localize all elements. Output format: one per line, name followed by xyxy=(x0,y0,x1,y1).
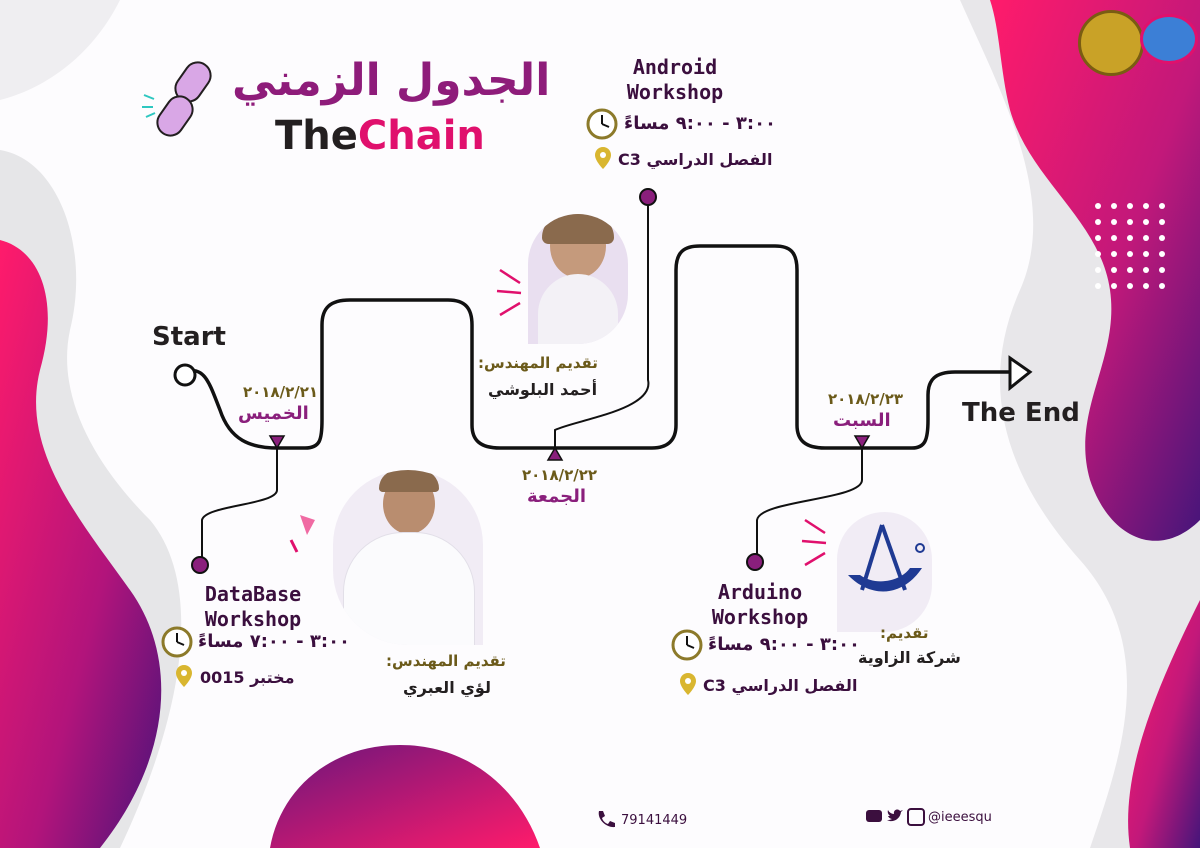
day-1-name: الخميس xyxy=(238,403,309,424)
end-label: The End xyxy=(962,398,1080,428)
day-1-date: ٢٠١٨/٢/٢١ xyxy=(243,383,319,401)
android-location: الفصل الدراسي C3 xyxy=(618,150,773,169)
android-title-line2: Workshop xyxy=(626,80,724,104)
location-pin-icon xyxy=(595,147,611,169)
location-pin-icon xyxy=(176,665,192,687)
database-workshop-title: DataBase Workshop xyxy=(178,582,328,632)
database-presenter-label: تقديم المهندس: xyxy=(386,652,506,670)
day-2-name: الجمعة xyxy=(527,486,587,507)
clock-icon xyxy=(671,629,703,661)
burst-decoration xyxy=(801,518,827,567)
phone-icon xyxy=(598,811,615,828)
database-presenter-name: لؤي العبري xyxy=(403,678,491,697)
arduino-time: ٣:٠٠ - ٩:٠٠ مساءً xyxy=(708,634,861,655)
arduino-title-line2: Workshop xyxy=(711,605,809,629)
arduino-workshop-title: Arduino Workshop xyxy=(685,580,835,630)
title-english: TheChain xyxy=(275,113,485,159)
start-label: Start xyxy=(152,322,226,352)
instagram-icon xyxy=(907,808,925,826)
database-location: مختبر 0015 xyxy=(200,668,295,687)
clock-icon xyxy=(586,108,618,140)
database-title-line1: DataBase xyxy=(204,582,302,606)
android-workshop-title: Android Workshop xyxy=(600,55,750,105)
footer-phone: 79141449 xyxy=(621,813,688,828)
dot-grid-decoration xyxy=(1095,203,1165,289)
day-3-name: السبت xyxy=(833,410,891,431)
title-english-prefix: The xyxy=(275,113,358,159)
day-2-date: ٢٠١٨/٢/٢٢ xyxy=(522,466,598,484)
accent-decoration xyxy=(289,515,315,553)
burst-decoration xyxy=(496,268,522,317)
location-pin-icon xyxy=(680,673,696,695)
university-logo xyxy=(1078,10,1144,76)
database-title-line2: Workshop xyxy=(204,607,302,631)
android-presenter-label: تقديم المهندس: xyxy=(478,354,598,372)
title-english-highlight: Chain xyxy=(357,113,485,159)
android-presenter-name: أحمد البلوشي xyxy=(488,380,598,399)
presenter-photo-database xyxy=(333,470,483,645)
company-logo xyxy=(848,524,925,592)
youtube-icon xyxy=(866,810,882,822)
database-time: ٣:٠٠ - ٧:٠٠ مساءً xyxy=(198,631,351,652)
arduino-presenter-label: تقديم: xyxy=(880,624,929,642)
chain-icon xyxy=(142,61,212,137)
title-arabic: الجدول الزمني xyxy=(232,55,551,106)
arduino-presenter-name: شركة الزاوية xyxy=(858,648,961,667)
arduino-title-line1: Arduino xyxy=(717,580,803,604)
android-title-line1: Android xyxy=(632,55,718,79)
android-time: ٣:٠٠ - ٩:٠٠ مساءً xyxy=(624,113,777,134)
ieee-logo xyxy=(1140,14,1198,64)
presenter-photo-android xyxy=(528,214,628,344)
arduino-location: الفصل الدراسي C3 xyxy=(703,676,858,695)
footer-social-handle: @ieeesqu xyxy=(928,810,992,825)
twitter-icon xyxy=(887,809,903,822)
day-3-date: ٢٠١٨/٢/٢٣ xyxy=(828,390,904,408)
clock-icon xyxy=(161,626,193,658)
